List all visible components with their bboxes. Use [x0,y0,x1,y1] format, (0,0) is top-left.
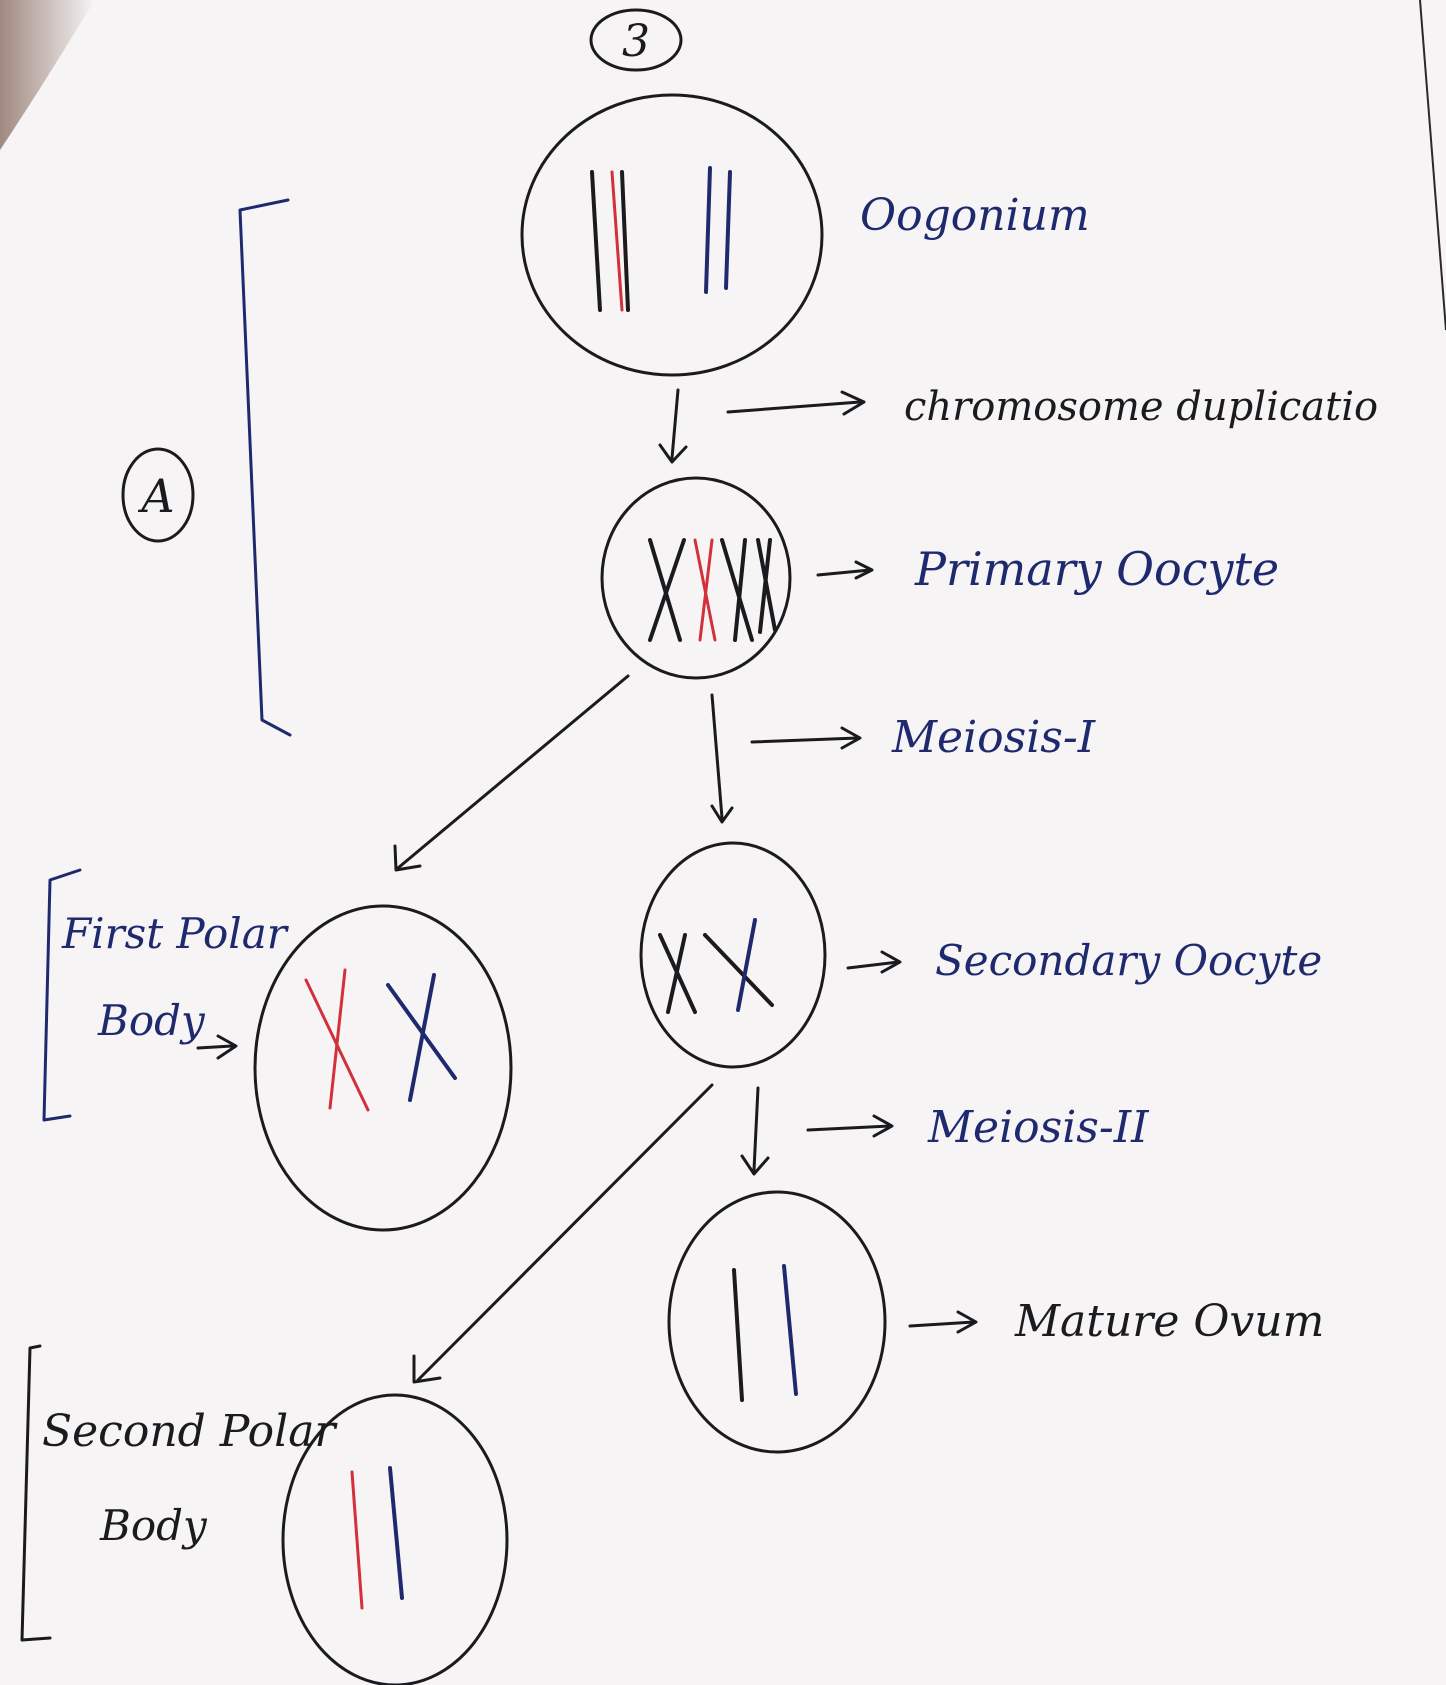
first-polar-bracket [42,868,82,1122]
oogonium-label: Oogonium [860,190,1090,241]
page-number: 3 [622,16,650,67]
group-a-badge: A [121,447,195,543]
second-polar-label-line1: Second Polar [42,1406,338,1457]
arrow-to-secondary [710,693,724,820]
first-polar-body-cell [253,904,513,1232]
secondary-pointer [846,960,900,970]
first-polar-pointer [196,1044,234,1050]
arrow-to-first-polar [396,674,630,870]
paper-shadow [0,0,95,150]
secondary-oocyte-cell [639,841,827,1069]
arrow-to-primary [670,388,680,460]
meiosis-1-label: Meiosis-I [891,712,1097,763]
primary-oocyte-cell [600,476,792,680]
arrow-to-ovum [752,1086,760,1172]
meiosis-1-pointer [750,736,860,744]
ovum-pointer [908,1320,976,1328]
second-polar-label-line2: Body [99,1501,208,1550]
mature-ovum-cell [667,1190,887,1454]
first-polar-label-line2: Body [97,996,206,1045]
first-polar-label-line1: First Polar [61,909,290,958]
second-polar-bracket [20,1344,52,1642]
arrow-to-second-polar [416,1083,714,1382]
page-edge [1419,0,1446,331]
duplication-label: chromosome duplicatio [904,384,1378,430]
page-number-badge: 3 [589,8,683,72]
group-a-label: A [137,469,174,523]
primary-pointer [816,568,872,577]
meiosis-2-pointer [806,1124,892,1132]
duplication-pointer [726,400,862,414]
oogonium-cell [520,93,824,377]
primary-oocyte-label: Primary Oocyte [914,542,1279,596]
meiosis-2-label: Meiosis-II [927,1102,1150,1153]
group-a-bracket [238,198,292,737]
secondary-oocyte-label: Secondary Oocyte [935,936,1322,985]
second-polar-body-cell [281,1393,509,1685]
mature-ovum-label: Mature Ovum [1014,1296,1324,1347]
